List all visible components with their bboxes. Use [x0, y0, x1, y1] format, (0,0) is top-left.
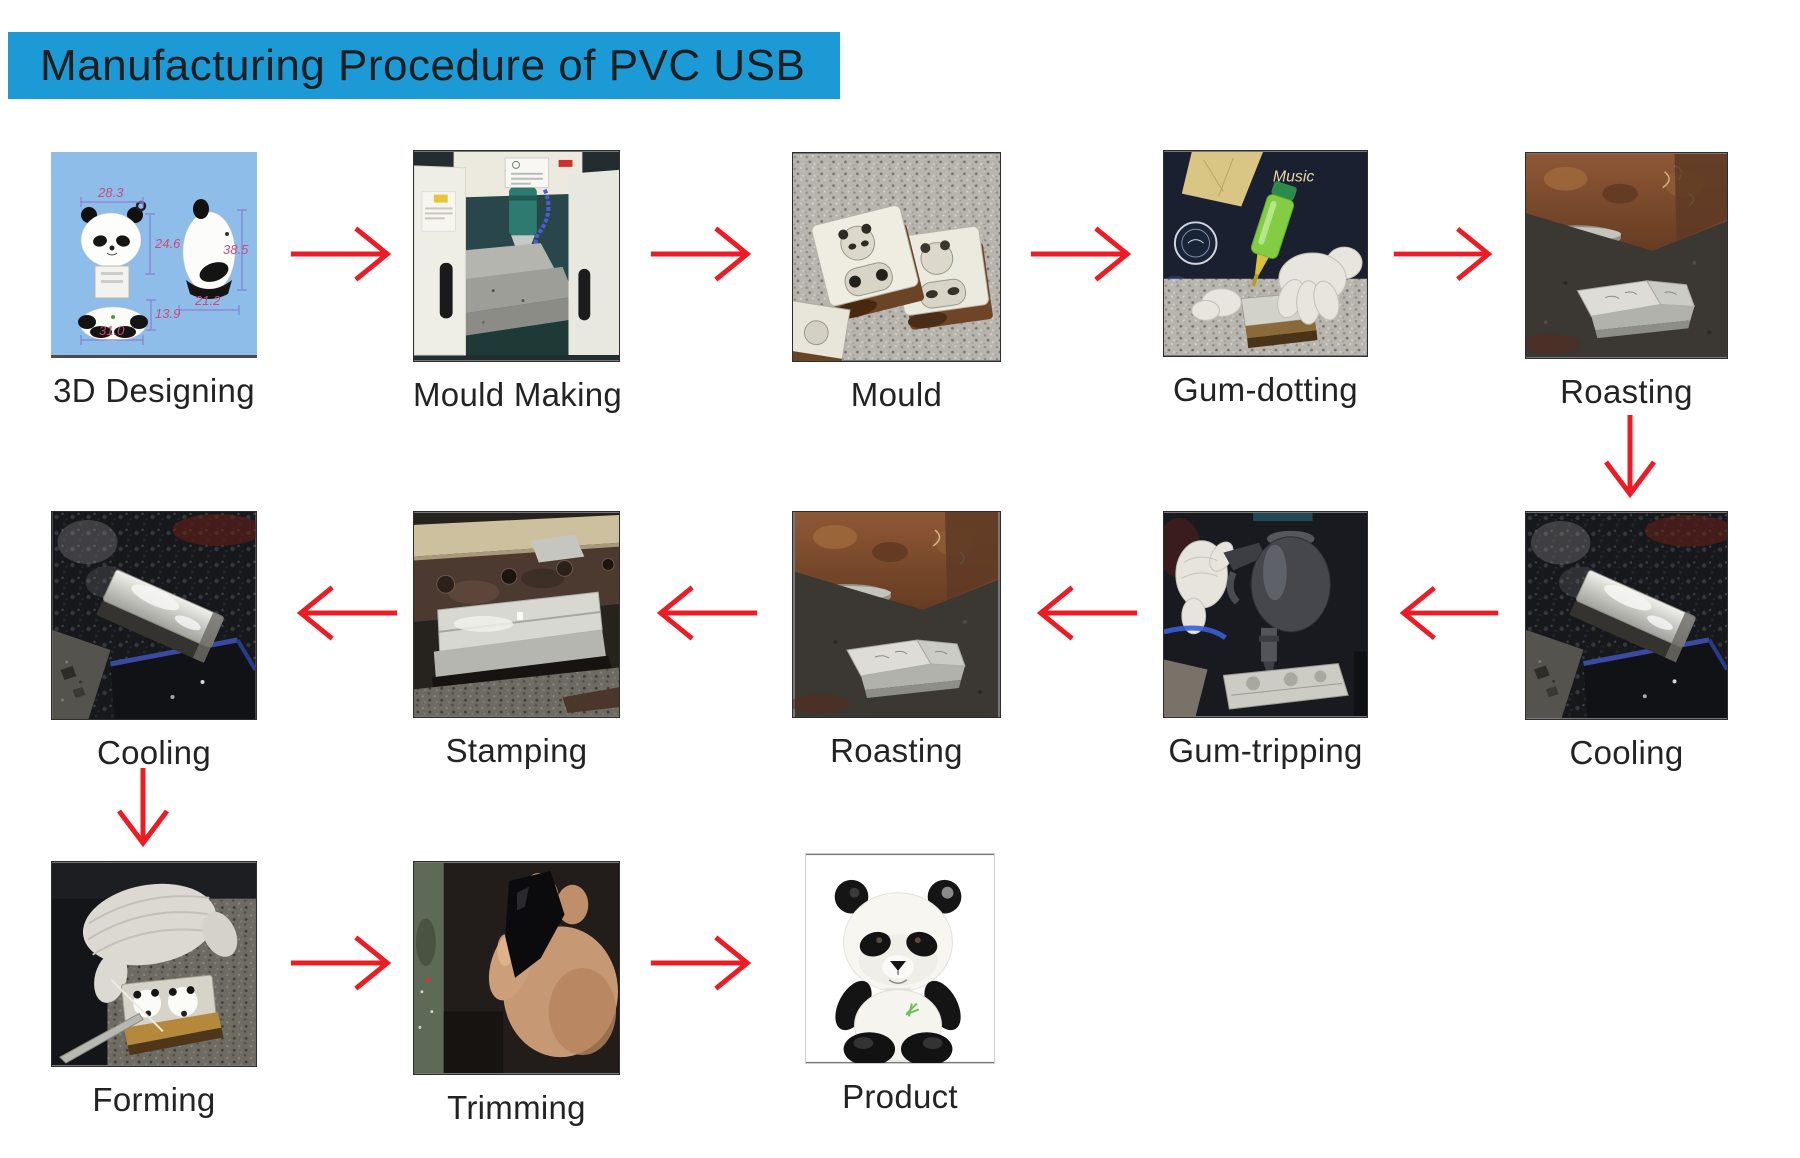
step-3d-designing: 28.3 24.6 38.5 21.2 13.9 31.0 3D Designi…	[51, 152, 257, 410]
title-banner: Manufacturing Procedure of PVC USB	[8, 32, 840, 99]
cooling-bath-photo-2	[1526, 513, 1727, 718]
arrow-mould-to-gum-dotting	[1030, 226, 1132, 282]
dim-head-height: 24.6	[154, 236, 181, 251]
step-label-gum-tripping: Gum-tripping	[1168, 732, 1363, 769]
step-trimming: Trimming	[413, 861, 620, 1127]
step-label-cooling-1: Cooling	[1569, 734, 1684, 771]
roasting-oven-photo-2	[793, 512, 998, 717]
arrow-stamping-to-cooling	[296, 585, 398, 641]
photo-gum-dotting: Music	[1163, 150, 1368, 357]
step-label-trimming: Trimming	[447, 1089, 586, 1126]
dim-top-width: 28.3	[97, 185, 124, 200]
step-mould: Mould	[792, 152, 1001, 414]
cooling-bath-photo	[52, 512, 256, 719]
step-cooling-1: Cooling	[1525, 511, 1728, 772]
spray-gun-photo	[1164, 513, 1367, 716]
photo-stamping	[413, 511, 620, 718]
glue-dispensing-photo: Music	[1164, 152, 1367, 355]
step-label-mould: Mould	[850, 376, 943, 413]
step-label-roasting-1: Roasting	[1560, 373, 1693, 410]
arrow-mould-making-to-mould	[650, 226, 752, 282]
photo-3d-designing: 28.3 24.6 38.5 21.2 13.9 31.0	[51, 152, 257, 358]
step-label-cooling-2: Cooling	[96, 734, 211, 771]
arrow-cooling-to-forming	[117, 768, 169, 848]
photo-roasting-1	[1525, 152, 1728, 359]
photo-mould-making	[413, 150, 620, 362]
arrow-roasting-to-stamping	[656, 585, 758, 641]
step-mould-making: Mould Making	[413, 150, 623, 414]
panda-usb-product-photo	[806, 855, 994, 1063]
photo-roasting-2	[792, 511, 1001, 718]
step-label-gum-dotting: Gum-dotting	[1173, 371, 1358, 408]
stamping-press-photo	[414, 512, 619, 717]
page-title: Manufacturing Procedure of PVC USB	[40, 41, 806, 90]
arrow-3d-designing-to-mould-making	[290, 226, 392, 282]
photo-cooling-2	[51, 511, 257, 720]
forming-hand-photo	[52, 862, 256, 1066]
dim-feet-height: 13.9	[155, 306, 180, 321]
arrow-gum-tripping-to-roasting	[1036, 585, 1138, 641]
step-forming: Forming	[51, 861, 257, 1119]
step-label-forming: Forming	[92, 1081, 216, 1118]
dim-side-width: 21.2	[194, 293, 221, 308]
cnc-machine-photo	[414, 152, 619, 360]
photo-trimming	[413, 861, 620, 1075]
step-label-3d-designing: 3D Designing	[53, 372, 255, 409]
photo-cooling-1	[1525, 511, 1728, 720]
shirt-text: Music	[1273, 169, 1314, 186]
step-label-stamping: Stamping	[445, 732, 588, 769]
arrow-gum-dotting-to-roasting	[1393, 226, 1493, 282]
dim-side-height: 38.5	[223, 242, 249, 257]
photo-gum-tripping	[1163, 511, 1368, 718]
photo-forming	[51, 861, 257, 1067]
step-label-roasting-2: Roasting	[830, 732, 963, 769]
photo-product	[805, 853, 995, 1064]
mould-blocks-photo	[793, 153, 1000, 361]
roasting-oven-photo	[1526, 154, 1727, 357]
step-gum-tripping: Gum-tripping	[1163, 511, 1368, 770]
step-cooling-2: Cooling	[51, 511, 257, 772]
step-roasting-1: Roasting	[1525, 152, 1728, 411]
arrow-trimming-to-product	[650, 935, 752, 991]
step-stamping: Stamping	[413, 511, 620, 770]
3d-design-drawing: 28.3 24.6 38.5 21.2 13.9 31.0	[51, 152, 257, 355]
step-product: Product	[805, 853, 995, 1116]
step-gum-dotting: Music	[1163, 150, 1368, 409]
dim-bottom-width: 31.0	[99, 323, 125, 338]
step-label-product: Product	[842, 1078, 958, 1115]
step-label-mould-making: Mould Making	[413, 376, 623, 413]
arrow-forming-to-trimming	[290, 935, 392, 991]
photo-mould	[792, 152, 1001, 362]
step-roasting-2: Roasting	[792, 511, 1001, 770]
trimming-hands-photo	[414, 863, 619, 1073]
arrow-cooling-to-gum-tripping	[1399, 585, 1499, 641]
arrow-roasting-to-cooling	[1604, 415, 1656, 499]
